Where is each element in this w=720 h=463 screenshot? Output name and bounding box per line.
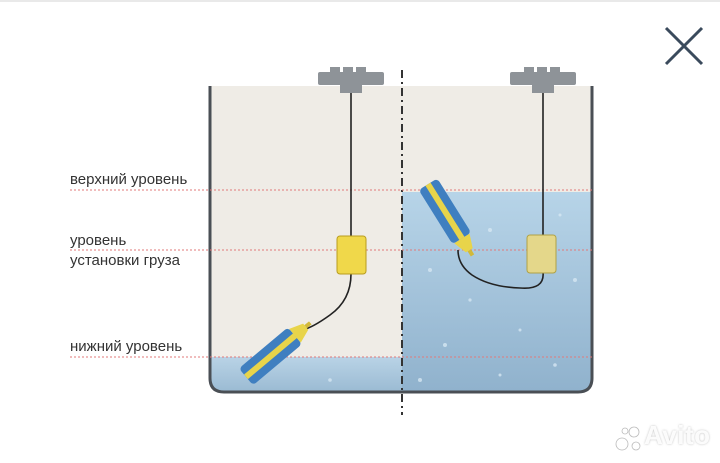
right-float: [420, 179, 475, 257]
avito-logo-icon: [615, 426, 641, 451]
right-cable: [457, 93, 544, 289]
bubbles: [248, 213, 577, 382]
load-level-label-line2: установки груза: [70, 252, 180, 269]
mount-bracket-left: [318, 67, 384, 93]
top-divider: [0, 0, 720, 2]
mount-bracket-right: [510, 67, 576, 93]
right-weight: [526, 234, 557, 274]
water-low-left: [210, 357, 402, 392]
load-level-label-line1: уровень: [70, 232, 127, 249]
lower-level-label: нижний уровень: [70, 338, 183, 355]
left-float-assembly: [240, 93, 367, 384]
left-weight: [336, 235, 367, 275]
close-icon: [664, 26, 704, 66]
right-float-assembly: [420, 93, 557, 289]
avito-watermark-text: Avito: [644, 420, 711, 450]
tank-outline: [208, 86, 594, 394]
left-float: [240, 321, 312, 384]
water-high-right: [402, 192, 592, 392]
close-button[interactable]: [660, 22, 708, 70]
upper-level-label: верхний уровень: [70, 171, 188, 188]
left-cable: [301, 93, 352, 331]
